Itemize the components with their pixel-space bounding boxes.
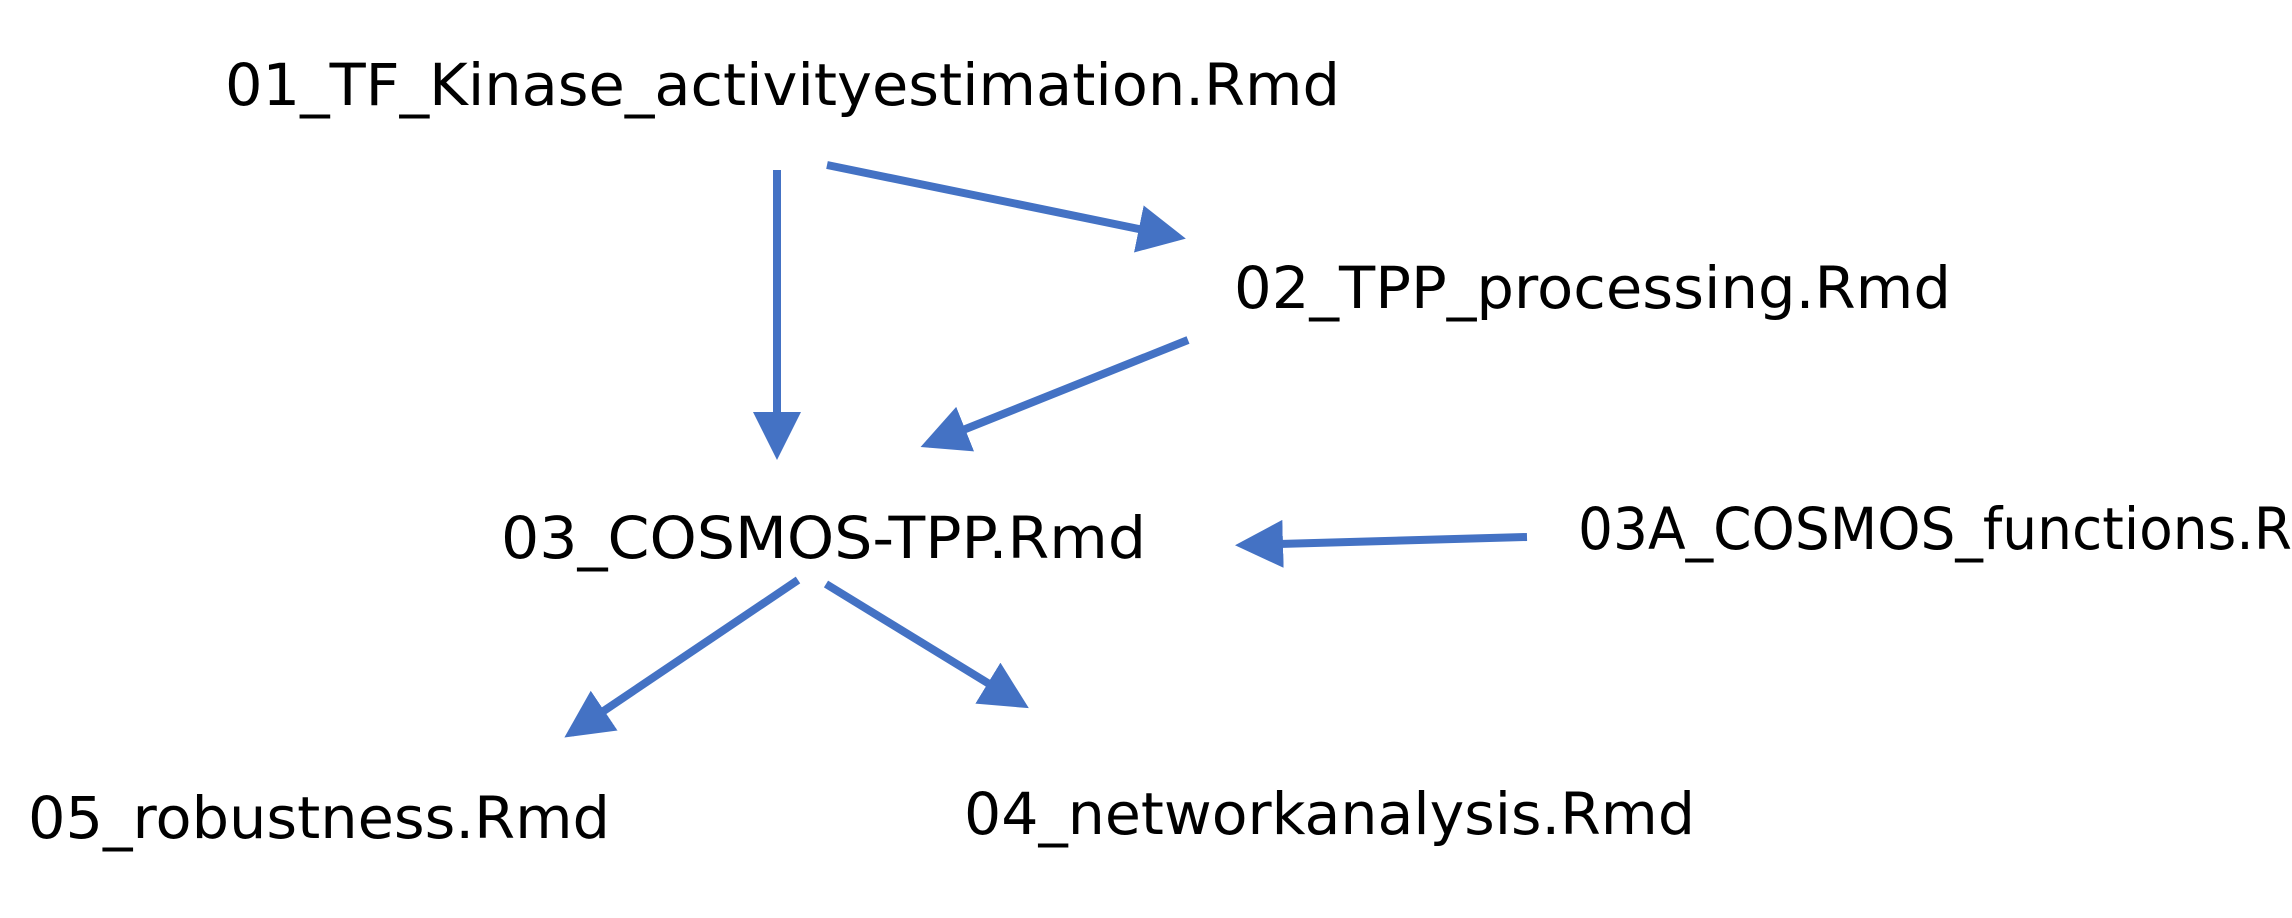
edge-02-to-03 (920, 336, 1190, 452)
edge-03-to-05 (564, 576, 801, 738)
node-04-label: 04_networkanalysis.Rmd (964, 780, 1695, 848)
node-03a-label: 03A_COSMOS_functions.R (1578, 495, 2292, 563)
edge-01-to-02 (826, 161, 1186, 253)
node-02-label: 02_TPP_processing.Rmd (1234, 254, 1951, 322)
node-01-label: 01_TF_Kinase_activityestimation.Rmd (225, 51, 1340, 119)
edge-03a-to-03 (1235, 519, 1528, 568)
node-05-label: 05_robustness.Rmd (28, 784, 610, 852)
edges (564, 161, 1528, 738)
node-03-label: 03_COSMOS-TPP.Rmd (501, 504, 1146, 572)
edge-03-to-04 (823, 580, 1029, 709)
nodes: 01_TF_Kinase_activityestimation.Rmd 02_T… (28, 51, 2292, 852)
